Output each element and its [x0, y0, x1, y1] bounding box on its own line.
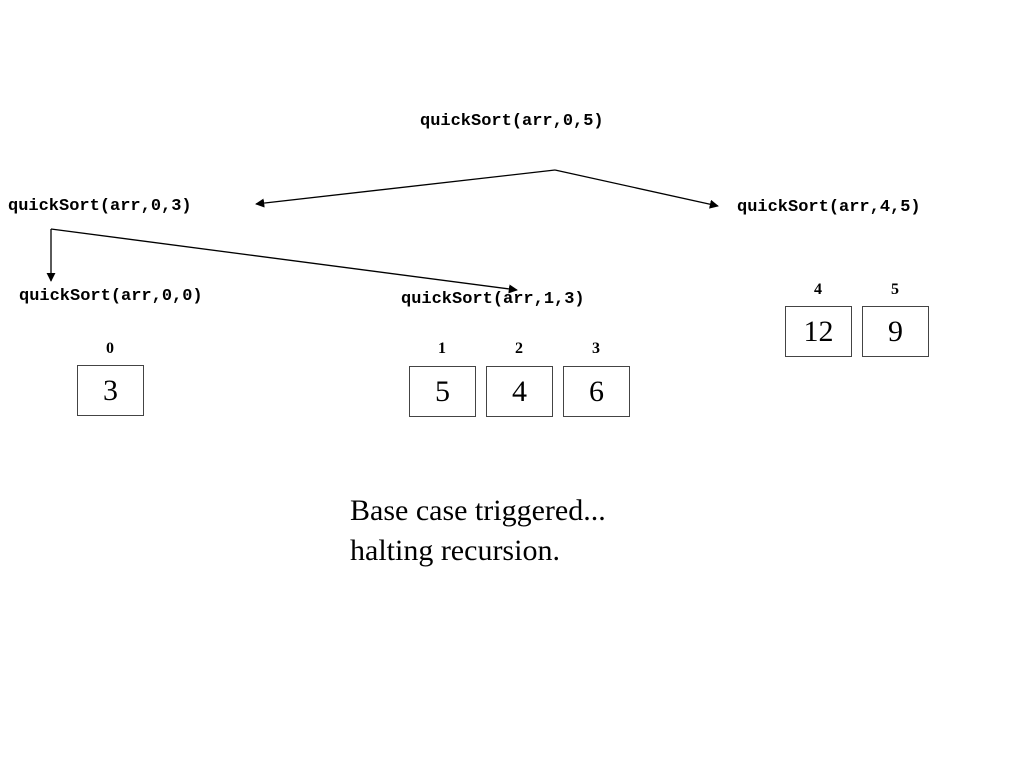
call-quicksort-0-3: quickSort(arr,0,3) — [8, 197, 192, 216]
array-cell: 6 — [563, 366, 630, 417]
array-cell: 12 — [785, 306, 852, 357]
call-quicksort-0-5: quickSort(arr,0,5) — [420, 112, 604, 131]
array-cell: 4 — [486, 366, 553, 417]
array-index-label: 2 — [515, 340, 523, 357]
array-cell: 9 — [862, 306, 929, 357]
arrow-root-to-left — [255, 169, 556, 208]
status-message: Base case triggered... halting recursion… — [350, 491, 606, 571]
arrow-root-to-right — [554, 169, 719, 209]
call-quicksort-4-5: quickSort(arr,4,5) — [737, 198, 921, 217]
array-index-label: 4 — [814, 281, 822, 298]
array-cell: 5 — [409, 366, 476, 417]
arrow-left-to-left-right — [50, 228, 518, 294]
array-index-label: 1 — [438, 340, 446, 357]
array-cell: 3 — [77, 365, 144, 416]
array-index-label: 0 — [106, 340, 114, 357]
status-message-line-2: halting recursion. — [350, 534, 560, 567]
call-quicksort-1-3: quickSort(arr,1,3) — [401, 290, 585, 309]
status-message-line-1: Base case triggered... — [350, 494, 606, 527]
array-index-label: 3 — [592, 340, 600, 357]
array-index-label: 5 — [891, 281, 899, 298]
call-quicksort-0-0: quickSort(arr,0,0) — [19, 287, 203, 306]
